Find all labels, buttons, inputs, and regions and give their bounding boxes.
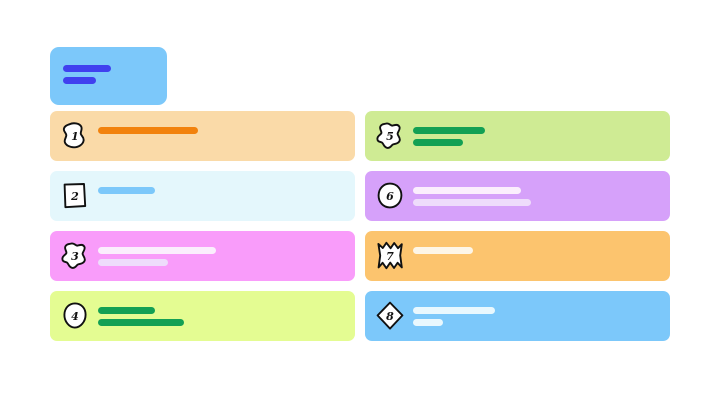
oval-badge-icon: 4: [60, 301, 90, 331]
placeholder-line-2: [413, 199, 531, 206]
placeholder-line-1: [413, 307, 495, 314]
card-placeholder-lines: [413, 241, 473, 254]
card-8[interactable]: 8: [365, 291, 670, 341]
square-badge-icon: 2: [60, 181, 90, 211]
card-placeholder-lines: [413, 181, 531, 206]
header-bar-2: [63, 77, 96, 84]
diamond-badge-icon: 8: [375, 301, 405, 331]
placeholder-line-1: [413, 187, 521, 194]
card-placeholder-lines: [98, 121, 198, 134]
placeholder-line-2: [413, 139, 463, 146]
clover-blob-badge-icon: 3: [60, 241, 90, 271]
circle-badge-icon: 6: [375, 181, 405, 211]
placeholder-line-2: [98, 259, 168, 266]
placeholder-line-2: [98, 319, 184, 326]
card-6[interactable]: 6: [365, 171, 670, 221]
card-2[interactable]: 2: [50, 171, 355, 221]
card-3[interactable]: 3: [50, 231, 355, 281]
card-4[interactable]: 4: [50, 291, 355, 341]
card-5[interactable]: 5: [365, 111, 670, 161]
card-7[interactable]: 7: [365, 231, 670, 281]
placeholder-line-1: [98, 247, 216, 254]
card-placeholder-lines: [413, 301, 495, 326]
placeholder-line-1: [413, 247, 473, 254]
card-grid: 1 5 2 6 3 7 4 8: [50, 111, 670, 341]
placeholder-line-1: [413, 127, 485, 134]
cloud-blob-badge-icon: 1: [60, 121, 90, 151]
card-placeholder-lines: [98, 241, 216, 266]
card-placeholder-lines: [98, 301, 184, 326]
placeholder-line-2: [413, 319, 443, 326]
header-bar-1: [63, 65, 111, 72]
clover-blob-badge-icon: 5: [375, 121, 405, 151]
placeholder-line-1: [98, 127, 198, 134]
header-placeholder-bars: [63, 65, 111, 84]
placeholder-line-1: [98, 187, 155, 194]
star-burst-badge-icon: 7: [375, 241, 405, 271]
header-card[interactable]: [50, 47, 167, 105]
placeholder-line-1: [98, 307, 155, 314]
card-placeholder-lines: [98, 181, 155, 194]
card-1[interactable]: 1: [50, 111, 355, 161]
card-placeholder-lines: [413, 121, 485, 146]
